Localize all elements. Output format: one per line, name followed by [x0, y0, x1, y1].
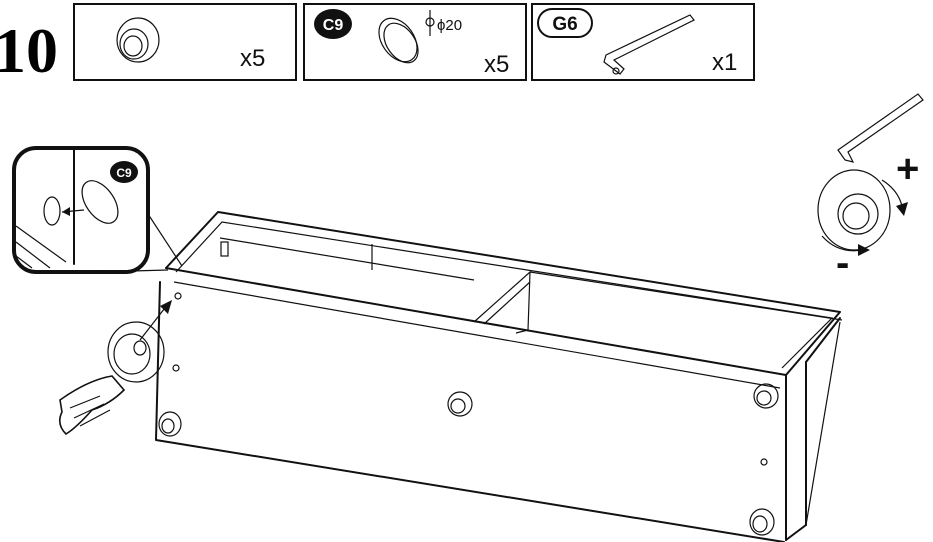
furniture-foot-icon — [107, 321, 165, 383]
part-box-c9: C9 ϕ20 x5 — [303, 3, 527, 81]
hand-icon — [58, 375, 126, 436]
cover-cap-icon — [378, 10, 435, 64]
hole-icon — [43, 196, 61, 226]
cabinet-drawing — [139, 211, 843, 542]
part-quantity-c9: x5 — [484, 51, 509, 78]
part-dimension: ϕ20 — [437, 17, 462, 34]
allen-key-icon — [837, 93, 924, 163]
part-code-c9: C9 — [323, 17, 344, 34]
loosen-symbol: - — [836, 241, 849, 285]
tighten-symbol: + — [896, 147, 919, 191]
part-box-foot: x5 — [73, 3, 297, 81]
part-code-g6: G6 — [552, 14, 577, 35]
step-number: 10 — [0, 15, 58, 86]
cabinet-foot-center — [447, 391, 473, 417]
allen-key-icon — [603, 14, 695, 75]
furniture-foot-icon — [116, 17, 160, 63]
detail-callout: C9 — [12, 146, 183, 274]
detail-code: C9 — [116, 166, 132, 180]
cabinet-foot-right-bottom — [749, 508, 775, 536]
install-arrow-icon — [139, 303, 169, 341]
hinge-icon — [220, 241, 229, 257]
part-quantity-g6: x1 — [712, 49, 737, 76]
furniture-foot-icon — [837, 193, 879, 235]
rotation-instruction: + - — [817, 93, 924, 285]
part-code-badge — [314, 9, 352, 39]
cabinet-foot-left-bottom — [158, 411, 182, 437]
detail-code-badge — [110, 161, 138, 183]
hand-installing-foot — [58, 321, 165, 436]
part-box-g6: G6 x1 — [531, 3, 755, 81]
cabinet-foot-right-top — [753, 383, 779, 409]
part-quantity-foot: x5 — [240, 45, 265, 72]
cover-cap-icon — [81, 180, 119, 224]
clockwise-arrow-icon — [881, 179, 903, 207]
